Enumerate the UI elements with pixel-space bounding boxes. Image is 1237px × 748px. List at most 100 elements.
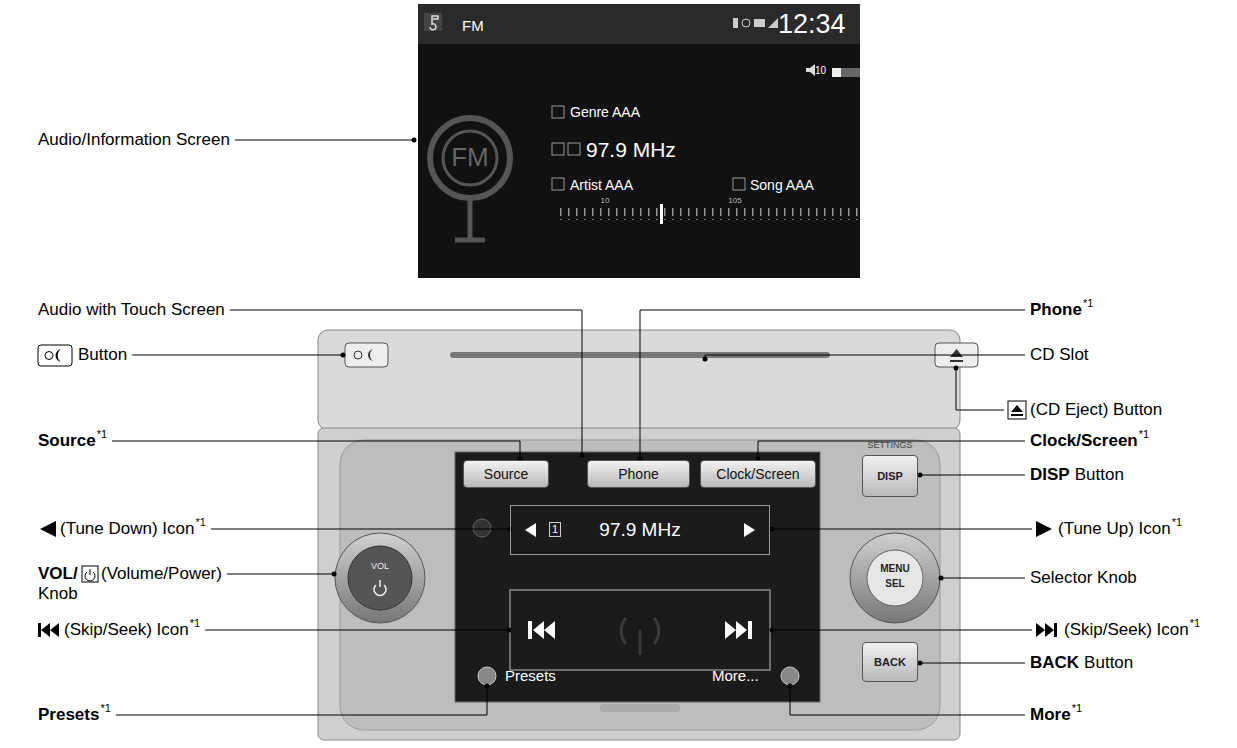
- selector-knob: [850, 533, 940, 623]
- leader-line: [211, 529, 510, 530]
- fm-logo-text: FM: [451, 142, 489, 173]
- tuner-scale: [560, 208, 860, 220]
- screen-genre: Genre AAA: [570, 104, 640, 121]
- screen-volume: 10: [815, 65, 826, 77]
- part-label: Phone: [1030, 300, 1082, 320]
- fm-logo: [430, 118, 510, 240]
- part-label: Knob: [38, 584, 78, 604]
- leader-dot: [770, 628, 775, 633]
- eject-symbol: [1008, 401, 1026, 419]
- disp-button: DISP: [862, 455, 918, 497]
- part-label: CD Slot: [1030, 345, 1089, 365]
- leader-dot: [939, 576, 944, 581]
- footnote-mark: *1: [190, 617, 200, 630]
- leader-line: [230, 310, 582, 455]
- leader-dot: [412, 138, 417, 143]
- skip-back-symbol: [38, 623, 59, 637]
- skip-forward-symbol: [1036, 623, 1057, 637]
- front-panel: [340, 440, 940, 730]
- part-label: BACK: [1030, 653, 1079, 673]
- part-label: DISP: [1030, 465, 1070, 485]
- part-label: VOL/: [38, 564, 78, 584]
- scale-number: 105: [728, 196, 741, 206]
- part-label: Presets: [38, 705, 99, 725]
- part-label: Button: [78, 345, 127, 365]
- leader-dot: [918, 661, 923, 666]
- touch-button: Phone: [587, 460, 690, 488]
- leader-line: [235, 140, 414, 141]
- presets-button: [478, 667, 496, 685]
- leader-line: [920, 663, 1025, 664]
- leader-dot: [788, 684, 793, 689]
- leader-line: [116, 686, 487, 715]
- leader-dot: [580, 453, 585, 458]
- day-night-icon: [38, 345, 72, 366]
- footnote-mark: *1: [1072, 702, 1082, 715]
- touch-button: Clock/Screen: [700, 460, 816, 488]
- leader-dot: [954, 366, 959, 371]
- part-label: Audio with Touch Screen: [38, 300, 225, 320]
- button-text: Source: [484, 466, 528, 482]
- leader-line: [112, 441, 520, 459]
- tune-down-icon: [525, 523, 536, 537]
- button-caption: SETTINGS: [867, 440, 912, 451]
- button-text: Clock/Screen: [716, 466, 799, 482]
- leader-dot: [341, 353, 346, 358]
- footnote-mark: *1: [1190, 617, 1200, 630]
- button-text: Phone: [618, 466, 658, 482]
- screen-song: Song AAA: [750, 177, 814, 194]
- touch-button: Source: [463, 460, 549, 488]
- tune-up-icon: [744, 523, 755, 537]
- leader-dot: [770, 527, 775, 532]
- power-symbol: [82, 566, 98, 582]
- button-text: 97.9 MHz: [599, 519, 680, 541]
- leader-line: [227, 574, 334, 575]
- footnote-mark: *1: [1139, 428, 1149, 441]
- scale-number: 10: [601, 196, 610, 206]
- leader-line: [132, 355, 343, 356]
- part-label: (Tune Down) Icon: [60, 519, 194, 539]
- status-icons: [733, 18, 778, 28]
- screen-clock: 12:34: [778, 8, 846, 40]
- bottom-tab: [600, 704, 680, 712]
- leader-line: [941, 578, 1025, 579]
- knob-caption: SEL: [885, 578, 904, 590]
- knob-caption: VOL: [371, 561, 389, 572]
- tune-box: 97.9 MHz: [510, 505, 770, 555]
- screen-artist: Artist AAA: [570, 177, 633, 194]
- skip-icons: [528, 621, 752, 639]
- part-label: (Tune Up) Icon: [1058, 519, 1171, 539]
- button-text: DISP: [877, 470, 903, 482]
- preset-number: 1: [549, 522, 561, 537]
- radio-icon: [473, 519, 491, 537]
- leader-dot: [918, 473, 923, 478]
- part-label: More: [1030, 705, 1071, 725]
- button-text: BACK: [874, 656, 906, 668]
- speaker-icon: [806, 64, 815, 76]
- screen-frequency: 97.9 MHz: [586, 137, 676, 162]
- touch-screen: [455, 452, 820, 702]
- volume-knob: [335, 533, 425, 623]
- tune-up-symbol: [1036, 521, 1052, 537]
- part-label: Button: [1075, 465, 1124, 485]
- part-label: Clock/Screen: [1030, 431, 1138, 451]
- part-label: Button: [1084, 653, 1133, 673]
- leader-line: [956, 368, 1004, 410]
- leader-dot: [332, 572, 337, 577]
- leader-line: [772, 630, 1032, 631]
- screen-header: [418, 4, 860, 44]
- top-bezel: [318, 330, 960, 430]
- part-label: (Volume/Power): [101, 564, 222, 584]
- part-label: Source: [38, 431, 96, 451]
- footnote-mark: *1: [195, 516, 205, 529]
- seek-box: [510, 590, 770, 670]
- more-button: [781, 667, 799, 685]
- part-label: (Skip/Seek) Icon: [64, 620, 189, 640]
- back-button: BACK: [862, 642, 918, 682]
- touch-label: More...: [712, 667, 759, 685]
- leader-line: [705, 355, 1025, 359]
- info-screen: [418, 4, 860, 278]
- leader-dot: [485, 684, 490, 689]
- leader-line: [790, 686, 1025, 715]
